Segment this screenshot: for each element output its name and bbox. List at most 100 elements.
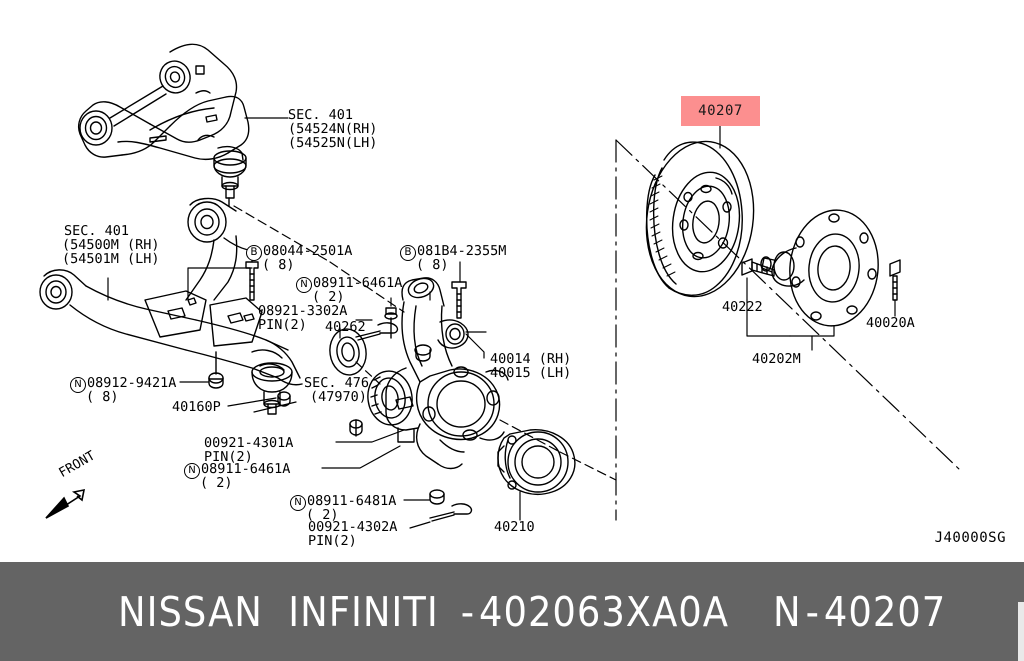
wheel-hub-flange-part [760,209,879,327]
highlighted-part-number-40207[interactable]: 40207 [681,96,760,126]
callout-nut-08911-6461a-upper-qty: ( 2) [312,290,345,305]
callout-pin-08921-3302a-qty-text: PIN(2) [258,317,307,333]
callout-nut-08911-6481a-number: 08911-6481A [307,493,397,509]
seal-ring-40262-part [329,328,367,376]
callout-nut-08912-9421a-number: 08912-9421A [87,375,177,391]
callout-pin-00921-4302a-qty-text: PIN(2) [308,533,357,549]
leader-lines [107,117,896,529]
callout-part-40020a: 40020A [866,316,915,331]
callout-part-40020a-text: 40020A [866,315,915,331]
callout-part-40202m: 40202M [752,352,801,367]
callout-part-40202m-text: 40202M [752,351,801,367]
bolt-40222-part [741,258,775,277]
callout-knuckle-rh-text: 40014 (RH) [490,351,572,367]
callout-knuckle-rh: 40014 (RH) [490,352,571,367]
callout-sec476: SEC. 476 [304,376,369,391]
fasteners-group [208,261,473,522]
callout-knuckle-lh-text: 40015 (LH) [490,365,572,381]
callout-bolt-081b4-number: 081B4-2355M [417,243,507,259]
callout-bolt-081b4-qty-text: ( 8) [416,257,449,273]
callout-knuckle-lh: 40015 (LH) [490,366,571,381]
callout-sec401-upper-text: SEC. 401 [288,107,354,123]
callout-part-40222-text: 40222 [722,299,763,315]
diagram-code-text: J40000SG [934,530,1006,546]
callout-sec401-lower: SEC. 401 [64,224,129,239]
callout-part-40210: 40210 [494,520,535,535]
nut-badge-icon: N [70,377,86,393]
callout-pin-00921-4302a-number: 00921-4302A [308,519,398,535]
callout-sec401-lower-rh: (54500M (RH) [62,238,160,253]
footer-right-edge [1018,602,1024,661]
callout-sec401-upper-rh: (54524N(RH) [288,122,377,137]
callout-pin-00921-4302a-qty: PIN(2) [308,534,357,549]
callout-pin-00921-4301a-qty: PIN(2) [204,450,253,465]
callout-sec476-text: SEC. 476 [304,375,370,391]
footer-brand: NISSAN INFINITI [118,587,439,636]
callout-sec401-upper-rh-text: (54524N(RH) [288,121,378,137]
callout-bolt-08044-number: 08044-2501A [263,243,353,259]
nut-badge-icon: N [290,495,306,511]
callout-bolt-08044-qty: ( 8) [262,258,295,273]
callout-sec401-upper-lh-text: (54525N(LH) [288,135,378,151]
callout-nut-08911-6461a-upper-number: 08911-6461A [313,275,403,291]
callout-sec476-code: (47970) [310,390,367,405]
footer-part-number: 402063XA0A [479,587,729,636]
callout-nut-08912-9421a-qty: ( 8) [86,390,119,405]
exploded-view-illustration [39,43,961,529]
footer-ref-number: 40207 [823,587,947,636]
front-direction-arrow-icon [45,488,86,519]
footer-ref-prefix: N [773,587,802,636]
abs-sensor-rotor-part [367,370,413,426]
callout-pin-00921-4301a-number: 00921-4301A [204,435,294,451]
footer-ref-separator: - [805,587,820,636]
callout-nut-08911-6461a-lower-qty: ( 2) [200,476,233,491]
callout-pin-08921-3302a-number: 08921-3302A [258,303,348,319]
callout-sec476-code-text: (47970) [310,389,367,405]
callout-pin-08921-3302a-qty: PIN(2) [258,318,307,333]
callout-nut-08911-6461a-upper-qty-text: ( 2) [312,289,345,305]
callout-bolt-081b4-qty: ( 8) [416,258,449,273]
callout-part-40262-text: 40262 [325,319,366,335]
callout-sec401-lower-rh-text: (54500M (RH) [62,237,160,253]
diagram-drawing-area [39,43,961,529]
callout-nut-08912-9421a-qty-text: ( 8) [86,389,119,405]
callout-part-40262: 40262 [325,320,366,335]
section-centerline [615,139,961,521]
bolt-badge-icon: B [246,245,262,261]
brake-rotor-part [645,140,755,298]
callout-part-40160p-text: 40160P [172,399,221,415]
callout-sec401-lower-lh-text: (54501M (LH) [62,251,160,267]
callout-sec401-lower-text: SEC. 401 [64,223,130,239]
callout-sec401-upper: SEC. 401 [288,108,353,137]
highlight-label: 40207 [698,103,743,119]
bolt-40020a-part [889,259,901,301]
callout-sec401-lower-lh: (54501M (LH) [62,252,160,267]
steering-knuckle-part [385,277,509,470]
callout-pin-08921-3302a: 08921-3302A [258,304,347,319]
lower-control-arm-part [39,197,303,415]
callout-nut-08911-6481a-qty-text: ( 2) [306,507,339,523]
wheel-hub-bearing-part [497,429,576,496]
callout-part-40210-text: 40210 [494,519,535,535]
callout-part-40160p: 40160P [172,400,221,415]
callout-pin-00921-4302a: 00921-4302A [308,520,397,535]
callout-sec401-upper-lh: (54525N(LH) [288,136,377,151]
nut-badge-icon: N [184,463,200,479]
nut-badge-icon: N [296,277,312,293]
diagram-code: J40000SG [935,530,1006,546]
callout-nut-08911-6461a-lower-number: 08911-6461A [201,461,291,477]
callout-pin-00921-4301a-qty-text: PIN(2) [204,449,253,465]
callout-nut-08911-6461a-lower-qty-text: ( 2) [200,475,233,491]
bolt-badge-icon: B [400,245,416,261]
callout-bolt-08044-qty-text: ( 8) [262,257,295,273]
upper-control-arm-part [77,43,250,207]
footer-separator: - [460,587,476,636]
